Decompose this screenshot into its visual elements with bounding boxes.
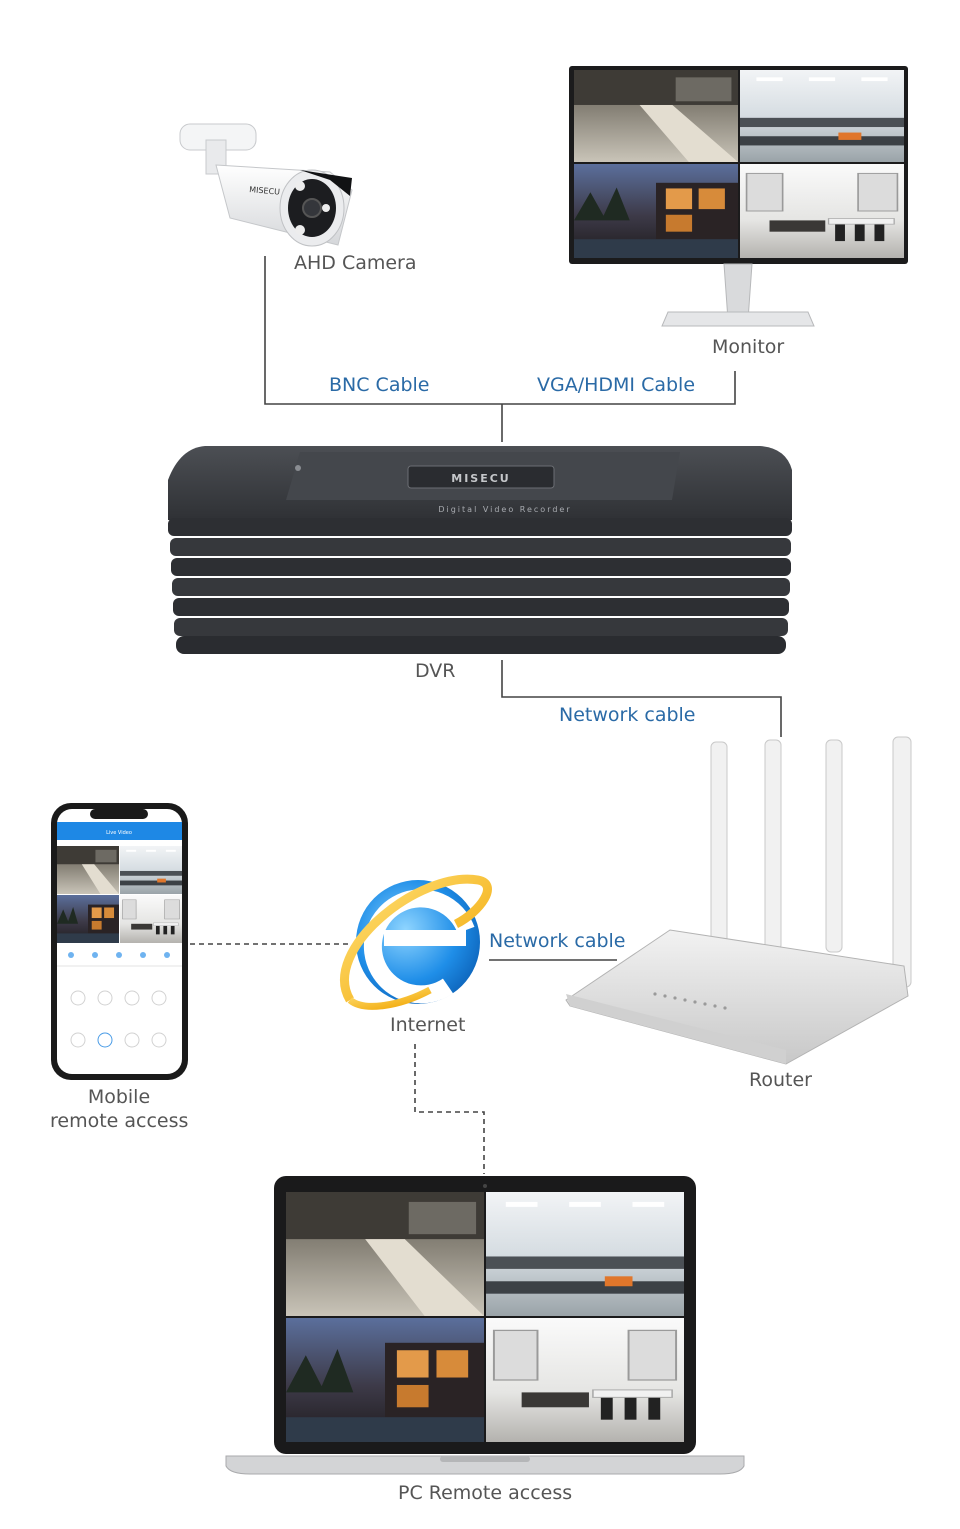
mobile-label: Mobile remote access — [50, 1085, 188, 1133]
network-cable-label-router-internet: Network cable — [489, 930, 626, 952]
pc-label: PC Remote access — [398, 1482, 573, 1504]
camera-brand: MISECU — [249, 185, 281, 197]
network-cable-label-dvr-router: Network cable — [559, 704, 696, 726]
bullet-camera-icon: MISECU — [179, 123, 353, 247]
smartphone-icon: Live Video — [51, 803, 188, 1080]
mobile-label-line2: remote access — [50, 1110, 189, 1132]
dvr-icon: MISECU Digital Video Recorder — [168, 446, 792, 654]
router-label: Router — [749, 1069, 812, 1091]
internet-explorer-icon — [340, 874, 492, 1010]
internet-label: Internet — [390, 1014, 466, 1036]
camera-label: AHD Camera — [294, 252, 417, 274]
vga-hdmi-cable-label: VGA/HDMI Cable — [537, 374, 696, 396]
internet-pc-dashed — [414, 1044, 485, 1174]
bnc-cable-label: BNC Cable — [329, 374, 430, 396]
mobile-app-title: Live Video — [106, 830, 132, 836]
bnc-cable-line — [264, 256, 736, 405]
connection-lines — [190, 256, 782, 1174]
monitor-label: Monitor — [712, 336, 785, 358]
dvr-label: DVR — [415, 660, 456, 682]
mobile-label-line1: Mobile — [87, 1086, 151, 1108]
laptop-icon — [225, 1176, 745, 1475]
dvr-subtitle: Digital Video Recorder — [438, 505, 571, 514]
dvr-brand: MISECU — [451, 472, 510, 485]
monitor-icon — [569, 66, 908, 327]
dvr-router-line — [501, 660, 782, 737]
router-icon — [565, 736, 912, 1065]
